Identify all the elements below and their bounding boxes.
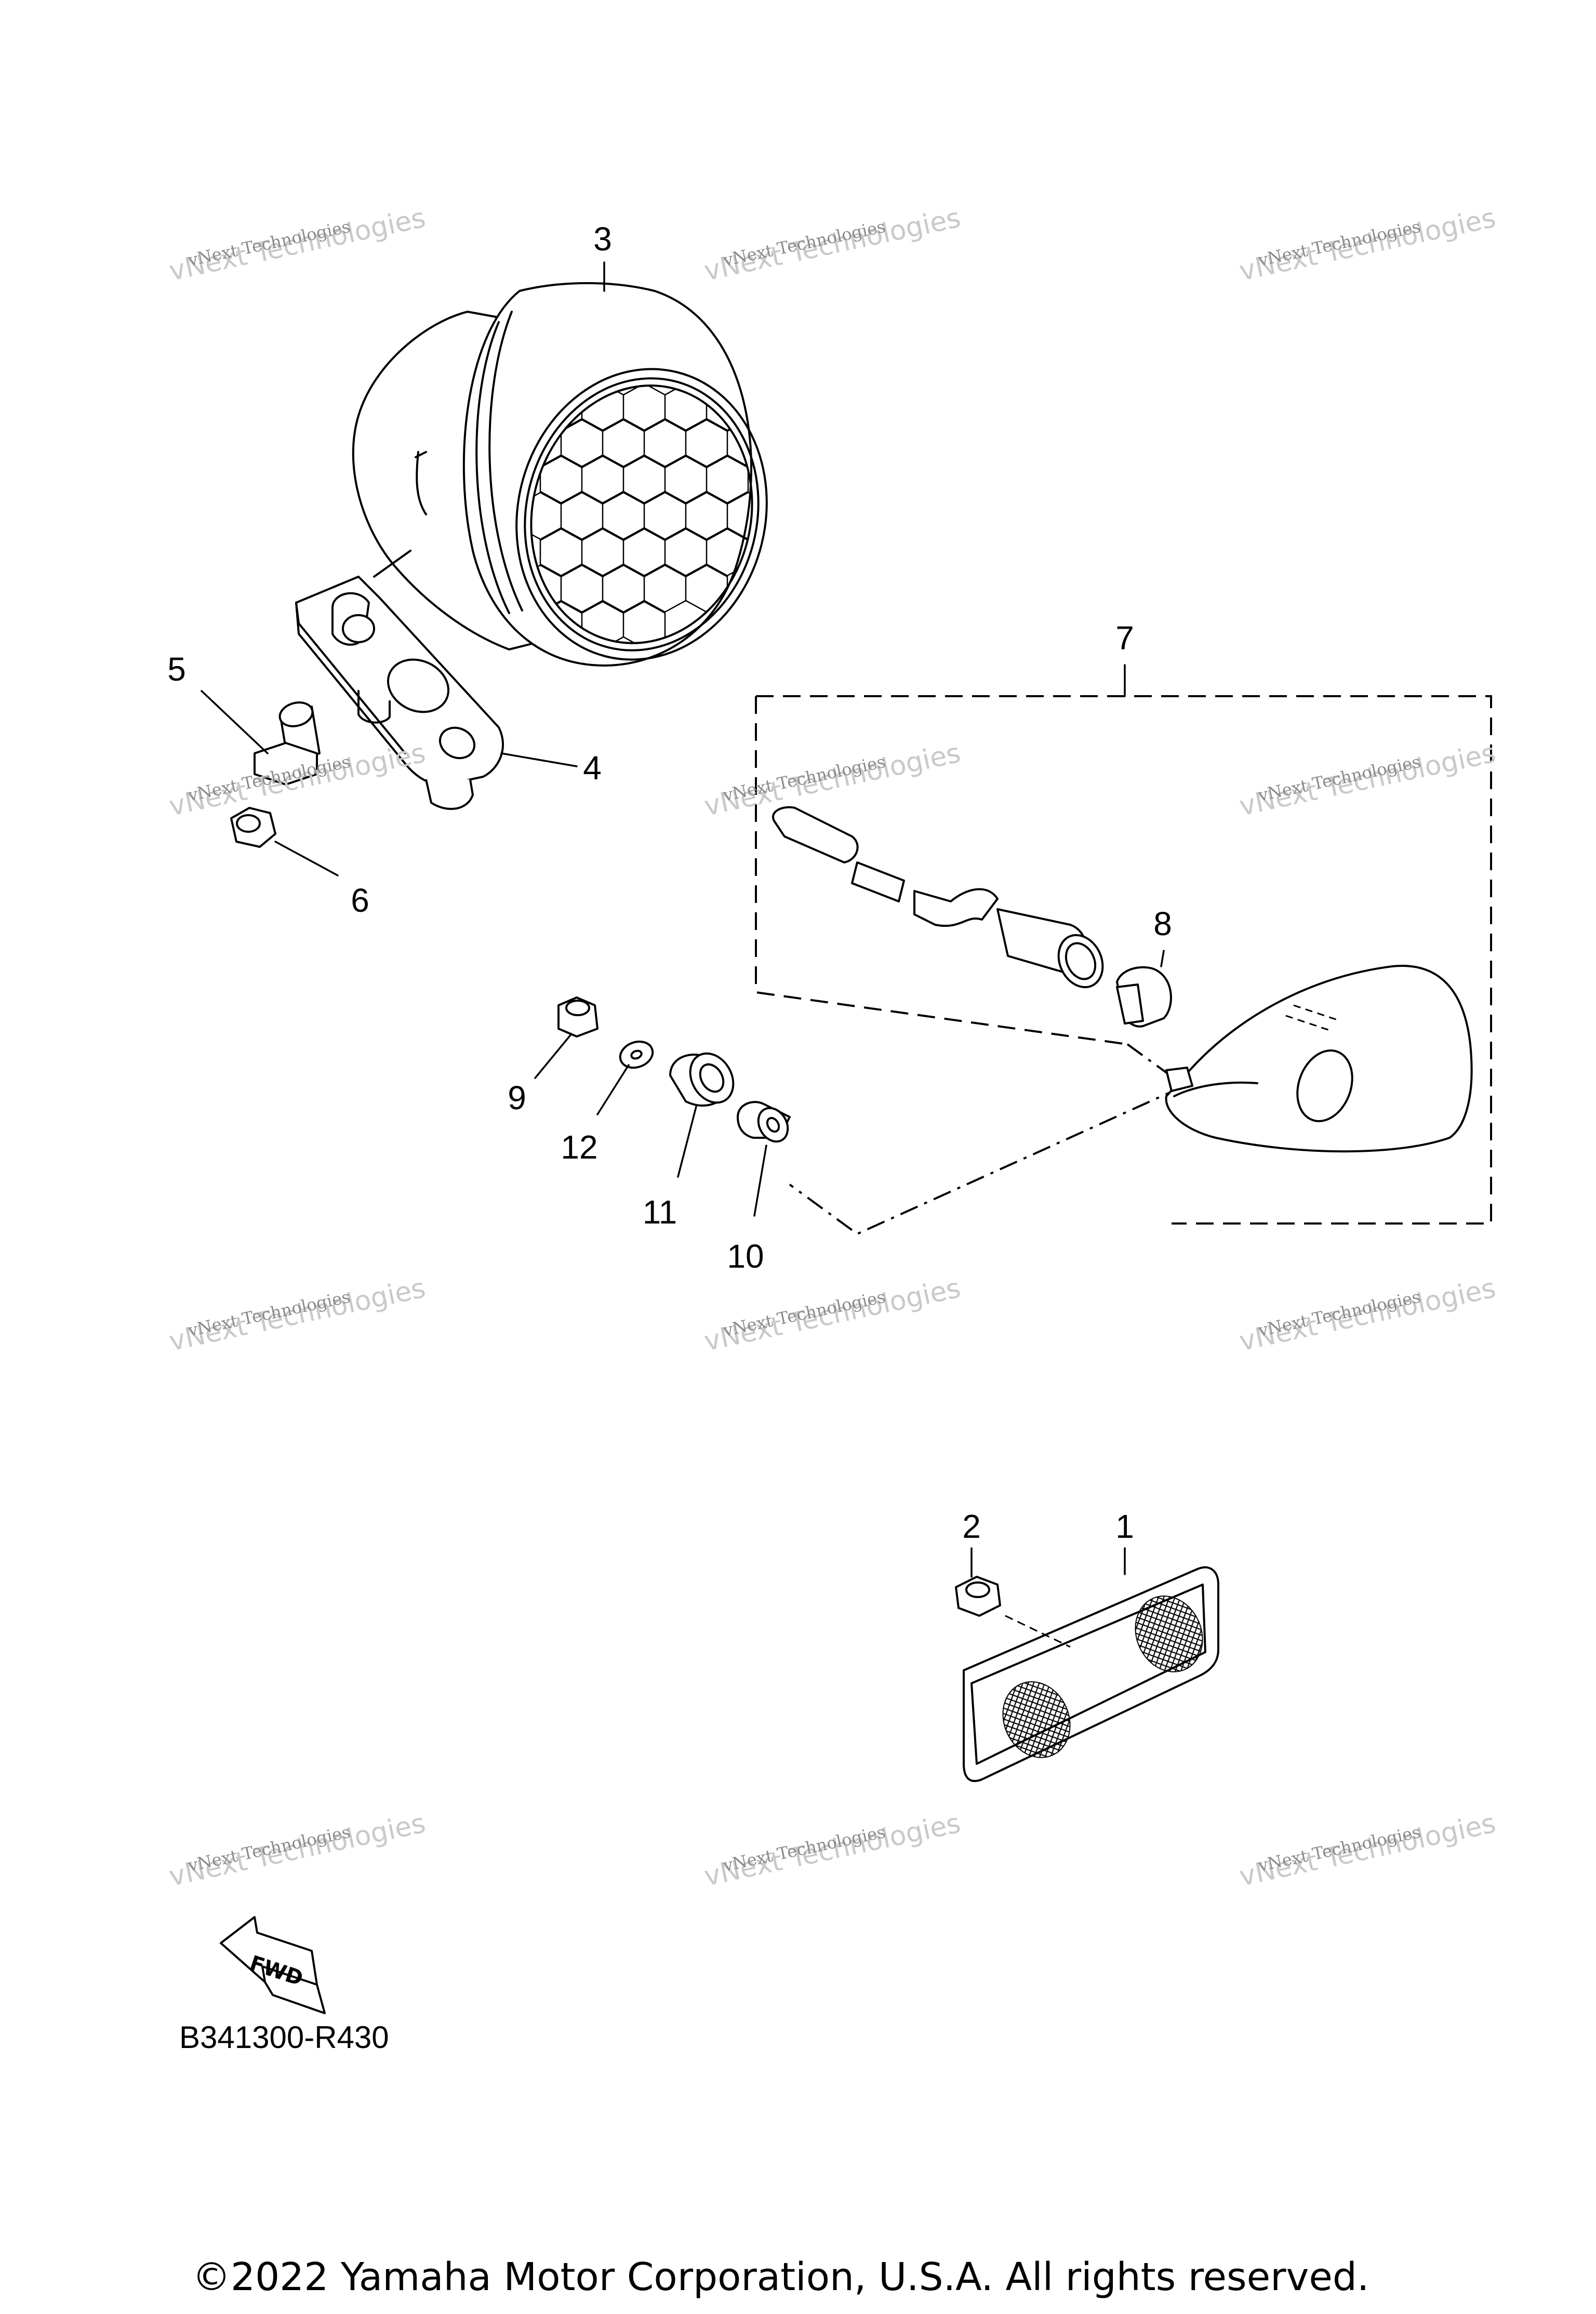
collar-part-10	[737, 1101, 791, 1143]
callout-numbers: 1 2 3 4 5 6 7 8 9 12 11 10	[167, 220, 1172, 1545]
fwd-arrow-icon: FWD	[220, 1916, 326, 2014]
callout-9: 9	[508, 1079, 526, 1116]
turn-signal-assembly-part-7	[755, 695, 1492, 1235]
callout-11: 11	[643, 1193, 677, 1231]
nut-part-6	[230, 807, 276, 848]
nut-part-9	[557, 996, 598, 1038]
bolt-part-5	[254, 701, 321, 786]
callout-3: 3	[593, 220, 612, 258]
lamp-housing-part-3	[352, 282, 770, 667]
leader-lines	[201, 261, 1165, 1578]
grommet-part-11	[669, 1052, 735, 1107]
nut-part-2	[955, 1576, 1071, 1648]
callout-7: 7	[1115, 619, 1134, 657]
reflector-part-1	[963, 1566, 1219, 1783]
washer-part-12	[619, 1040, 654, 1069]
callout-6: 6	[351, 882, 369, 919]
bulb-part-8	[1116, 966, 1172, 1028]
callout-8: 8	[1153, 905, 1172, 942]
part-code: B341300-R430	[179, 2020, 389, 2055]
callout-12: 12	[561, 1128, 597, 1166]
callout-10: 10	[727, 1238, 764, 1275]
callout-2: 2	[962, 1508, 981, 1545]
copyright-text: ©2022 Yamaha Motor Corporation, U.S.A. A…	[192, 2255, 1369, 2299]
callout-1: 1	[1115, 1508, 1134, 1545]
callout-4: 4	[583, 749, 602, 787]
bracket-part-4	[295, 550, 504, 810]
callout-5: 5	[167, 650, 186, 688]
